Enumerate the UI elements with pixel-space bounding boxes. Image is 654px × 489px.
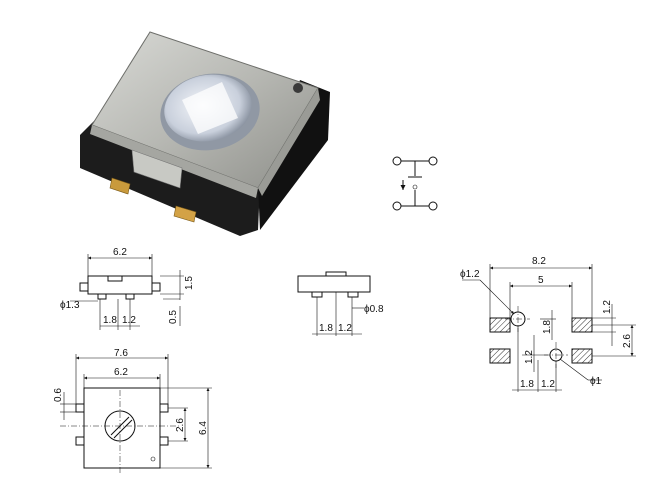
side-view: [70, 254, 184, 330]
side-pitch-b-label: 1.2: [122, 315, 136, 326]
front-pitch-a-label: 1.8: [319, 323, 333, 334]
front-view: [297, 271, 371, 336]
switch-schematic-icon: [392, 156, 438, 211]
pcb-v18-label: 1.8: [542, 320, 553, 334]
pcb-pitch-label: 2.6: [622, 334, 633, 348]
front-pitch-b-label: 1.2: [338, 323, 352, 334]
pcb-h18-label: 1.8: [520, 379, 534, 390]
top-outer-label: 7.6: [114, 348, 128, 359]
pcb-inner-label: 5: [538, 275, 544, 286]
top-height-label: 6.4: [198, 421, 209, 435]
pcb-pad-label: 1.2: [602, 300, 613, 314]
side-pitch-a-label: 1.8: [103, 315, 117, 326]
pcb-layout: [462, 264, 636, 392]
side-height-label: 1.5: [184, 276, 195, 290]
pcb-hole1-label: ϕ1.2: [460, 269, 480, 280]
pcb-v12-label: 1.2: [524, 350, 535, 364]
tact-switch-photo-icon: [80, 31, 330, 236]
pcb-h12-label: 1.2: [541, 379, 555, 390]
side-width-label: 6.2: [113, 247, 127, 258]
top-pin-w-label: 0.6: [53, 388, 64, 402]
pcb-hole2-label: ϕ1: [590, 376, 602, 387]
side-pin-dia-label: ϕ1.3: [60, 300, 80, 311]
side-lead-label: 0.5: [168, 310, 179, 324]
top-pin-pitch-label: 2.6: [175, 418, 186, 432]
front-hole-label: ϕ0.8: [364, 304, 384, 315]
pcb-width-label: 8.2: [532, 256, 546, 267]
top-inner-label: 6.2: [114, 367, 128, 378]
top-view: [60, 354, 212, 474]
